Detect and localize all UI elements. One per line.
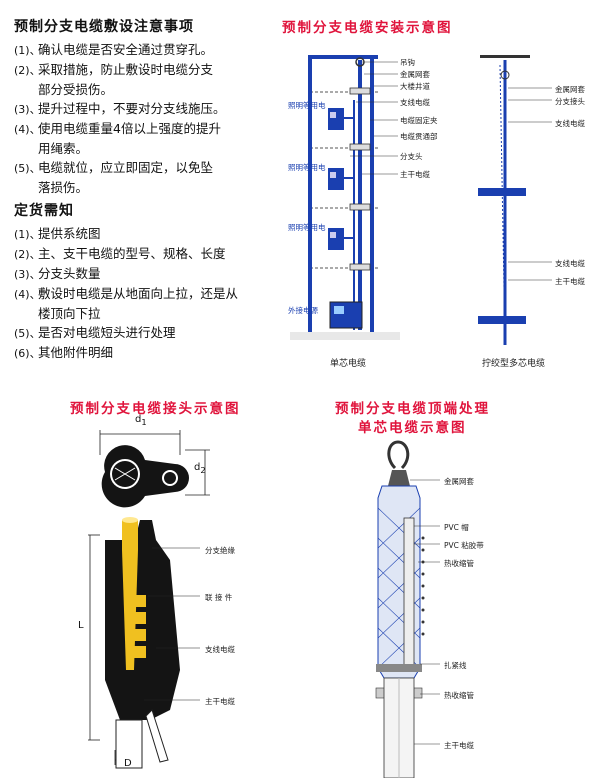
label-top-pvc-cap: PVC 帽 [444,523,469,532]
install-notes: 预制分支电缆敷设注意事项 (1)、确认电缆是否安全通过贯穿孔。(2)、采取措施，… [14,16,276,197]
install-diagram-title: 预制分支电缆安装示意图 [282,20,453,36]
top-diagram-title-2: 单芯电缆示意图 [358,420,467,436]
list-item-line: 用绳索。 [14,139,276,158]
list-item-text: 其他附件明细 [38,345,114,360]
label-cable-clamp: 电缆固定夹 [400,116,438,125]
label-insulation: 分支绝缘 [205,546,235,555]
list-item-text: 落损伤。 [38,180,89,195]
label-external-power: 外接电源 [288,306,318,315]
list-item-line: (1)、提供系统图 [14,224,284,244]
joint-diagram-title: 预制分支电缆接头示意图 [70,401,241,417]
list-item-line: (3)、分支头数量 [14,264,284,284]
list-item-text: 是否对电缆短头进行处理 [38,325,176,340]
install-notes-title: 预制分支电缆敷设注意事项 [14,19,194,35]
label-branch-cable: 支线电缆 [400,98,430,107]
list-item-line: 落损伤。 [14,178,276,197]
dim-d1: d1 [135,414,147,427]
list-item-line: (4)、使用电缆重量4倍以上强度的提升 [14,119,276,139]
list-item-text: 确认电缆是否安全通过贯穿孔。 [38,42,214,57]
list-item-line: (5)、电缆就位，应立即固定，以免坠 [14,158,276,178]
label-top-tie: 扎紧线 [444,661,467,670]
list-item-line: (2)、主、支干电缆的型号、规格、长度 [14,244,284,264]
list-item-number: (1)、 [14,228,41,241]
order-notes-title: 定货需知 [14,203,74,219]
list-item-number: (1)、 [14,44,41,57]
top-diagram-title-1: 预制分支电缆顶端处理 [335,401,490,417]
label-hook: 吊钩 [400,58,415,67]
label-joint-main-cable: 主干电缆 [205,697,235,706]
list-item-text: 主、支干电缆的型号、规格、长度 [38,246,226,261]
list-item-line: (1)、确认电缆是否安全通过贯穿孔。 [14,40,276,60]
list-item-text: 采取措施，防止敷设时电缆分支 [38,62,214,77]
dim-L: L [78,620,84,631]
list-item-text: 电缆就位，应立即固定，以免坠 [38,160,214,175]
list-item-text: 提供系统图 [38,226,101,241]
list-item-line: 部分受损伤。 [14,80,276,99]
list-item-text: 分支头数量 [38,266,101,281]
label-metal-mesh: 金属网套 [400,70,430,79]
list-item-number: (3)、 [14,103,41,116]
caption-multi-core: 拧绞型多芯电缆 [482,359,546,369]
label-lighting-2: 照明等用电 [288,163,326,172]
label-top-pvc-tape: PVC 粘胶带 [444,541,484,550]
list-item-line: (3)、提升过程中，不要对分支线施压。 [14,99,276,119]
label-top-heat-shrink-2: 热收缩管 [444,691,474,700]
right-label-branch-head: 分支接头 [555,97,585,106]
list-item-number: (2)、 [14,64,41,77]
list-item-text: 楼顶向下拉 [38,306,101,321]
right-label-metal-mesh: 金属网套 [555,85,585,94]
list-item-number: (6)、 [14,347,41,360]
right-label-branch-cable-2: 支线电缆 [555,259,585,268]
label-lighting-1: 照明等用电 [288,101,326,110]
label-top-main-cable: 主干电缆 [444,741,474,750]
caption-single-core: 单芯电缆 [330,359,367,369]
list-item-number: (4)、 [14,288,41,301]
list-item-text: 敷设时电缆是从地面向上拉，还是从 [38,286,239,301]
install-notes-list: (1)、确认电缆是否安全通过贯穿孔。(2)、采取措施，防止敷设时电缆分支部分受损… [14,40,276,197]
dim-d2: d2 [194,462,206,475]
list-item-line: 楼顶向下拉 [14,304,284,323]
install-diagram [290,55,552,346]
right-label-main-cable: 主干电缆 [555,277,585,286]
list-item-number: (3)、 [14,268,41,281]
list-item-text: 用绳索。 [38,141,89,156]
list-item-number: (2)、 [14,248,41,261]
list-item-number: (5)、 [14,327,41,340]
dim-D: D [124,758,132,769]
right-label-branch-cable: 支线电缆 [555,119,585,128]
list-item-number: (4)、 [14,123,41,136]
list-item-text: 部分受损伤。 [38,82,114,97]
list-item-text: 使用电缆重量4倍以上强度的提升 [38,121,221,136]
label-connector: 联 接 件 [205,593,233,602]
list-item-line: (6)、其他附件明细 [14,343,284,363]
label-top-metal-mesh: 金属网套 [444,477,474,486]
list-item-number: (5)、 [14,162,41,175]
list-item-line: (4)、敷设时电缆是从地面向上拉，还是从 [14,284,284,304]
list-item-line: (5)、是否对电缆短头进行处理 [14,323,284,343]
list-item-text: 提升过程中，不要对分支线施压。 [38,101,226,116]
order-notes-list: (1)、提供系统图(2)、主、支干电缆的型号、规格、长度(3)、分支头数量(4)… [14,224,284,363]
label-shaft: 大楼井道 [400,82,430,91]
label-main-cable: 主干电缆 [400,170,430,179]
label-top-heat-shrink: 热收缩管 [444,559,474,568]
top-end-diagram [375,440,440,778]
label-through-hole: 电缆贯通部 [400,132,438,141]
joint-diagram [88,430,210,769]
order-notes: 定货需知 (1)、提供系统图(2)、主、支干电缆的型号、规格、长度(3)、分支头… [14,200,284,363]
list-item-line: (2)、采取措施，防止敷设时电缆分支 [14,60,276,80]
label-lighting-3: 照明等用电 [288,223,326,232]
label-branch-head: 分支头 [400,152,423,161]
label-joint-branch-cable: 支线电缆 [205,645,235,654]
